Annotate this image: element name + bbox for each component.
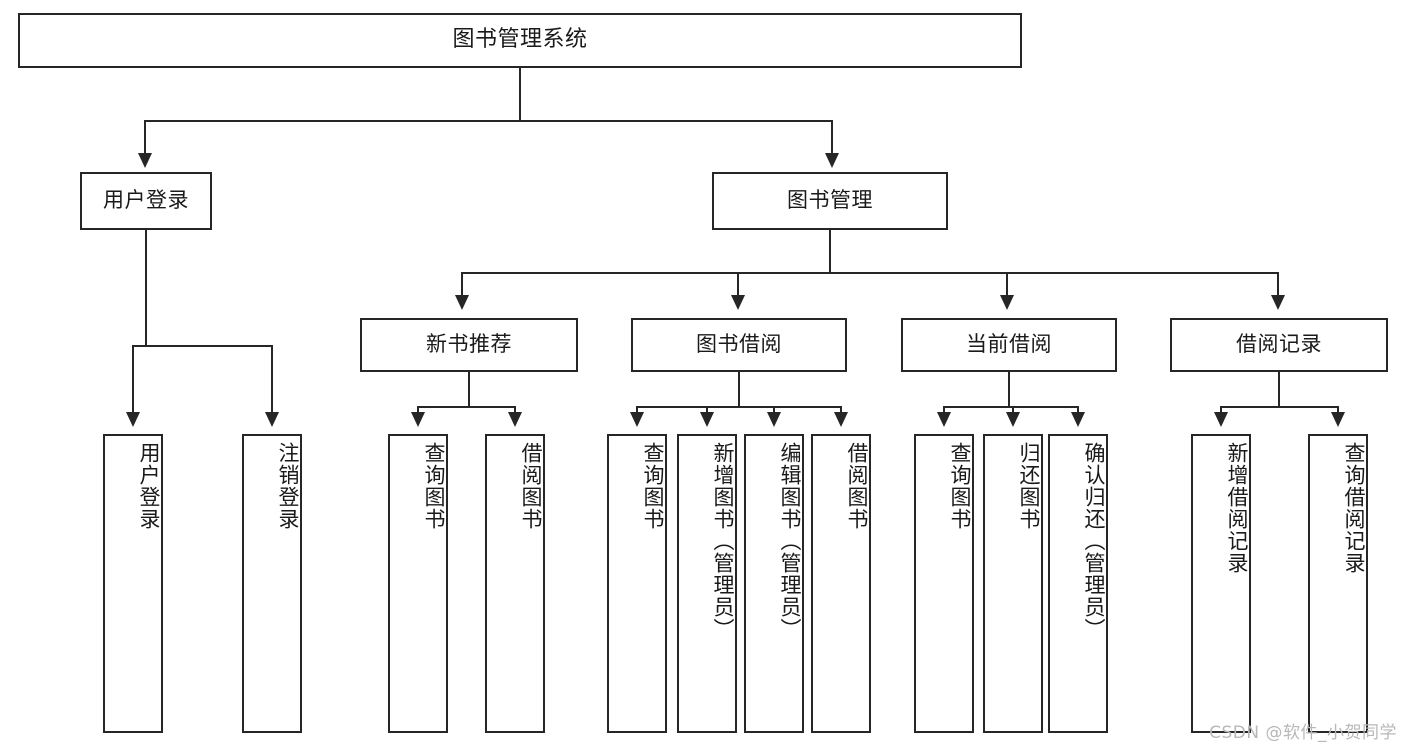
edge-root-to-bookmgmt bbox=[831, 120, 833, 158]
node-borrow-label: 图书借阅 bbox=[696, 332, 782, 357]
node-newbook[interactable]: 新书推荐 bbox=[360, 318, 578, 372]
arrow-borrow-to-leaf5-icon bbox=[630, 412, 644, 427]
node-leaf-query-book-3[interactable]: 查询图书 bbox=[914, 434, 974, 733]
edge-login-stem bbox=[145, 230, 147, 345]
edge-current-bus bbox=[943, 406, 1079, 408]
node-leaf-add-book-admin-label: 新增图书（管理员） bbox=[711, 442, 735, 640]
edge-newbook-bus bbox=[417, 406, 516, 408]
edge-current-stem bbox=[1008, 372, 1010, 406]
arrow-newbook-to-leaf4-icon bbox=[508, 412, 522, 427]
arrow-current-to-leaf10-icon bbox=[1006, 412, 1020, 427]
edge-root-stem bbox=[519, 68, 521, 120]
node-root-label: 图书管理系统 bbox=[452, 27, 588, 53]
node-leaf-edit-book-admin[interactable]: 编辑图书（管理员） bbox=[744, 434, 804, 733]
arrow-login-to-leaf1-icon bbox=[126, 412, 140, 427]
edge-bookmgmt-to-current bbox=[1006, 272, 1008, 302]
arrow-borrow-to-leaf8-icon bbox=[834, 412, 848, 427]
edge-records-stem bbox=[1278, 372, 1280, 406]
watermark: CSDN @软件_小贺同学 bbox=[1209, 723, 1397, 743]
node-leaf-query-book-1-label: 查询图书 bbox=[422, 442, 446, 530]
node-leaf-user-login-label: 用户登录 bbox=[137, 442, 161, 530]
edge-root-to-login bbox=[144, 120, 146, 158]
node-leaf-add-borrow-record[interactable]: 新增借阅记录 bbox=[1191, 434, 1251, 733]
edge-login-to-leaf2 bbox=[271, 345, 273, 423]
edge-bookmgmt-to-borrow bbox=[737, 272, 739, 302]
node-bookmgmt[interactable]: 图书管理 bbox=[712, 172, 948, 230]
node-newbook-label: 新书推荐 bbox=[426, 332, 512, 357]
node-leaf-user-login[interactable]: 用户登录 bbox=[103, 434, 163, 733]
arrow-current-to-leaf11-icon bbox=[1071, 412, 1085, 427]
node-login-label: 用户登录 bbox=[103, 188, 189, 213]
edge-bookmgmt-bus bbox=[461, 272, 1279, 274]
node-leaf-query-borrow-record[interactable]: 查询借阅记录 bbox=[1308, 434, 1368, 733]
edge-login-to-leaf1 bbox=[132, 345, 134, 423]
node-leaf-borrow-book-1-label: 借阅图书 bbox=[519, 442, 543, 530]
edge-root-bus bbox=[144, 120, 833, 122]
edge-bookmgmt-to-records bbox=[1277, 272, 1279, 302]
node-leaf-return-book[interactable]: 归还图书 bbox=[983, 434, 1043, 733]
node-leaf-logout[interactable]: 注销登录 bbox=[242, 434, 302, 733]
arrow-bookmgmt-to-records-icon bbox=[1271, 295, 1285, 310]
node-leaf-return-book-label: 归还图书 bbox=[1017, 442, 1041, 530]
node-login[interactable]: 用户登录 bbox=[80, 172, 212, 230]
node-records-label: 借阅记录 bbox=[1236, 332, 1322, 357]
node-leaf-confirm-return-admin-label: 确认归还（管理员） bbox=[1082, 442, 1106, 640]
arrow-bookmgmt-to-current-icon bbox=[1000, 295, 1014, 310]
node-current-label: 当前借阅 bbox=[966, 332, 1052, 357]
edge-records-bus bbox=[1220, 406, 1339, 408]
edge-bookmgmt-stem bbox=[829, 230, 831, 272]
node-records[interactable]: 借阅记录 bbox=[1170, 318, 1388, 372]
node-bookmgmt-label: 图书管理 bbox=[787, 188, 873, 213]
arrow-bookmgmt-to-borrow-icon bbox=[731, 295, 745, 310]
edge-login-bus bbox=[132, 345, 273, 347]
node-leaf-add-book-admin[interactable]: 新增图书（管理员） bbox=[677, 434, 737, 733]
node-root[interactable]: 图书管理系统 bbox=[18, 13, 1022, 68]
node-leaf-query-book-3-label: 查询图书 bbox=[948, 442, 972, 530]
arrow-records-to-leaf12-icon bbox=[1214, 412, 1228, 427]
arrow-borrow-to-leaf6-icon bbox=[700, 412, 714, 427]
arrow-root-to-bookmgmt-icon bbox=[825, 153, 839, 168]
arrow-current-to-leaf9-icon bbox=[937, 412, 951, 427]
node-borrow[interactable]: 图书借阅 bbox=[631, 318, 847, 372]
arrow-newbook-to-leaf3-icon bbox=[411, 412, 425, 427]
arrow-bookmgmt-to-newbook-icon bbox=[455, 295, 469, 310]
node-leaf-confirm-return-admin[interactable]: 确认归还（管理员） bbox=[1048, 434, 1108, 733]
node-leaf-borrow-book-2[interactable]: 借阅图书 bbox=[811, 434, 871, 733]
arrow-login-to-leaf2-icon bbox=[265, 412, 279, 427]
arrow-root-to-login-icon bbox=[138, 153, 152, 168]
node-leaf-add-borrow-record-label: 新增借阅记录 bbox=[1225, 442, 1249, 574]
node-leaf-borrow-book-1[interactable]: 借阅图书 bbox=[485, 434, 545, 733]
edge-newbook-stem bbox=[468, 372, 470, 406]
node-leaf-logout-label: 注销登录 bbox=[276, 442, 300, 530]
node-leaf-borrow-book-2-label: 借阅图书 bbox=[845, 442, 869, 530]
edge-bookmgmt-to-newbook bbox=[461, 272, 463, 302]
arrow-records-to-leaf13-icon bbox=[1331, 412, 1345, 427]
node-leaf-query-book-2[interactable]: 查询图书 bbox=[607, 434, 667, 733]
node-current[interactable]: 当前借阅 bbox=[901, 318, 1117, 372]
edge-borrow-stem bbox=[738, 372, 740, 406]
node-leaf-query-borrow-record-label: 查询借阅记录 bbox=[1342, 442, 1366, 574]
arrow-borrow-to-leaf7-icon bbox=[767, 412, 781, 427]
node-leaf-query-book-2-label: 查询图书 bbox=[641, 442, 665, 530]
node-leaf-query-book-1[interactable]: 查询图书 bbox=[388, 434, 448, 733]
edge-borrow-bus bbox=[636, 406, 842, 408]
node-leaf-edit-book-admin-label: 编辑图书（管理员） bbox=[778, 442, 802, 640]
